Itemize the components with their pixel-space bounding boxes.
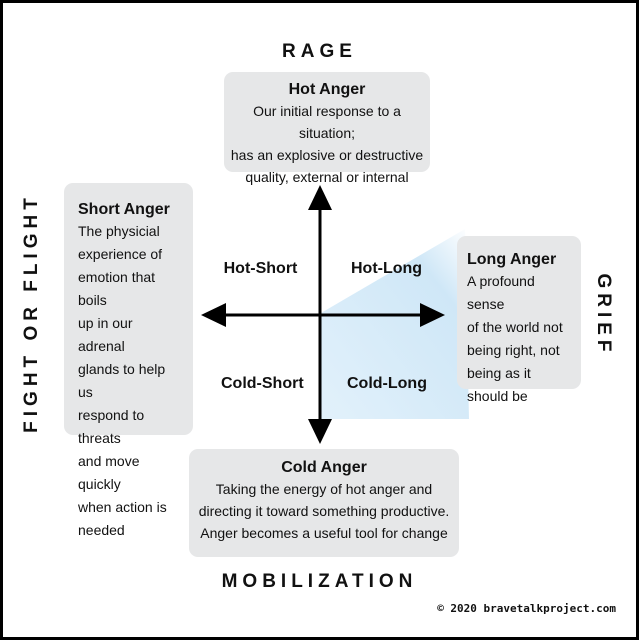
long-anger-line: A profound sense	[467, 273, 535, 312]
arrow-down-icon	[308, 419, 332, 444]
hot-anger-description: Our initial response to a situation; has…	[224, 100, 430, 188]
long-anger-title: Long Anger	[467, 251, 557, 268]
axis-label-left: FIGHT OR FLIGHT	[21, 193, 42, 433]
quadrant-label-hot-long: Hot-Long	[351, 260, 423, 277]
long-anger-line: being right, not	[467, 342, 560, 358]
quadrant-label-cold-long: Cold-Long	[347, 375, 427, 392]
axis-label-top: RAGE	[282, 41, 357, 62]
short-anger-line: when action is	[78, 499, 167, 515]
cold-anger-box: Cold Anger Taking the energy of hot ange…	[189, 449, 459, 557]
short-anger-line: and move quickly	[78, 453, 140, 492]
hot-anger-line: has an explosive or destructive	[230, 147, 424, 163]
hot-anger-box: Hot Anger Our initial response to a situ…	[224, 72, 430, 185]
long-anger-description: A profound sense of the world not being …	[467, 270, 573, 408]
short-anger-line: needed	[78, 522, 125, 538]
short-anger-description: The physicial experience of emotion that…	[78, 220, 183, 542]
cold-anger-description: Taking the energy of hot anger and direc…	[189, 478, 459, 544]
short-anger-line: up in our adrenal	[78, 315, 133, 354]
short-anger-box: Short Anger The physicial experience of …	[64, 183, 193, 538]
hot-anger-line: quality, external or internal	[245, 169, 409, 185]
cold-anger-line: Taking the energy of hot anger and	[215, 481, 433, 497]
cold-anger-line: Anger becomes a useful tool for change	[200, 525, 448, 541]
short-anger-line: respond to threats	[78, 407, 145, 446]
long-anger-line: of the world not	[467, 319, 563, 335]
short-anger-line: experience of	[78, 246, 163, 262]
cold-anger-title: Cold Anger	[281, 459, 367, 476]
hot-anger-title: Hot Anger	[288, 81, 366, 98]
hot-anger-line: Our initial response to a situation;	[253, 103, 401, 141]
copyright-text: © 2020 bravetalkproject.com	[437, 602, 616, 615]
quadrant-label-hot-short: Hot-Short	[223, 260, 298, 277]
axis-label-right: GRIEF	[593, 273, 614, 357]
arrow-up-icon	[308, 185, 332, 210]
arrow-right-icon	[420, 303, 445, 327]
long-anger-box: Long Anger A profound sense of the world…	[457, 236, 581, 404]
short-anger-line: The physicial	[78, 223, 160, 239]
long-anger-line: should be	[467, 388, 528, 404]
axes-graphic	[201, 185, 469, 444]
cold-long-highlight	[321, 229, 469, 419]
quadrant-label-cold-short: Cold-Short	[221, 375, 304, 392]
short-anger-title: Short Anger	[78, 201, 170, 218]
short-anger-line: emotion that boils	[78, 269, 156, 308]
cold-anger-line: directing it toward something productive…	[198, 503, 450, 519]
short-anger-line: glands to help us	[78, 361, 166, 400]
axis-label-bottom: MOBILIZATION	[221, 571, 418, 592]
arrow-left-icon	[201, 303, 226, 327]
long-anger-line: being as it	[467, 365, 531, 381]
